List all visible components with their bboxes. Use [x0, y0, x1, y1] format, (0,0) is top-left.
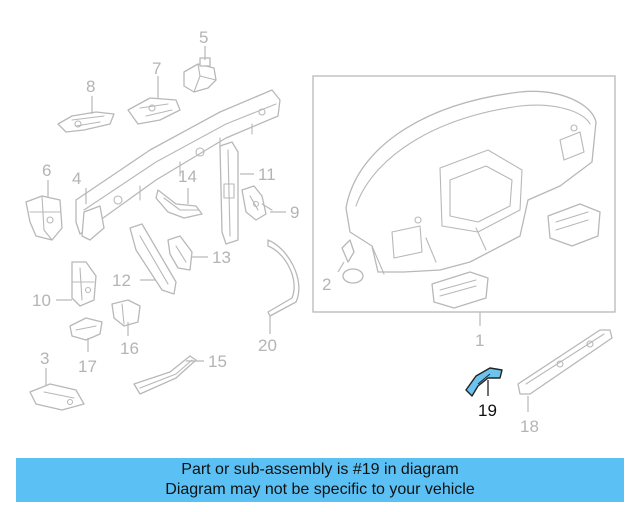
- callout-18: 18: [520, 417, 539, 436]
- callout-8: 8: [86, 77, 95, 96]
- info-banner: Part or sub-assembly is #19 in diagram D…: [16, 458, 624, 502]
- callout-12: 12: [112, 271, 131, 290]
- callout-16: 16: [120, 339, 139, 358]
- callout-20: 20: [258, 336, 277, 355]
- part-8: [57, 96, 115, 133]
- part-6: [25, 180, 63, 241]
- part-17: [69, 317, 103, 352]
- part-4: [75, 89, 281, 241]
- banner-line-2: Diagram may not be specific to your vehi…: [165, 481, 475, 498]
- part-5: [183, 46, 217, 93]
- part-10: [56, 261, 97, 307]
- callout-3: 3: [40, 349, 49, 368]
- part-15: [133, 355, 204, 395]
- part-13: [167, 235, 208, 271]
- callout-19: 19: [478, 401, 497, 420]
- callout-1: 1: [475, 331, 484, 350]
- part-3: [29, 368, 85, 411]
- callout-9: 9: [290, 203, 299, 222]
- callout-10: 10: [32, 291, 51, 310]
- callout-14: 14: [178, 167, 197, 186]
- part-19-highlighted: [465, 367, 503, 397]
- callout-2: 2: [322, 275, 331, 294]
- part-20: [267, 239, 300, 334]
- part-16: [111, 299, 141, 336]
- callout-15: 15: [208, 352, 227, 371]
- part-11: [219, 141, 254, 245]
- callout-17: 17: [78, 357, 97, 376]
- callout-11: 11: [258, 165, 276, 184]
- part-12: [129, 223, 177, 295]
- callout-6: 6: [42, 161, 51, 180]
- instrument-panel-box: [312, 75, 616, 313]
- callout-5: 5: [199, 28, 208, 47]
- part-18: [517, 329, 613, 412]
- callout-4: 4: [72, 169, 81, 188]
- part-14: [155, 188, 203, 219]
- callout-13: 13: [212, 248, 231, 267]
- part-9: [241, 185, 286, 221]
- banner-line-1: Part or sub-assembly is #19 in diagram: [181, 461, 459, 478]
- callout-7: 7: [152, 59, 161, 78]
- part-7: [127, 76, 181, 125]
